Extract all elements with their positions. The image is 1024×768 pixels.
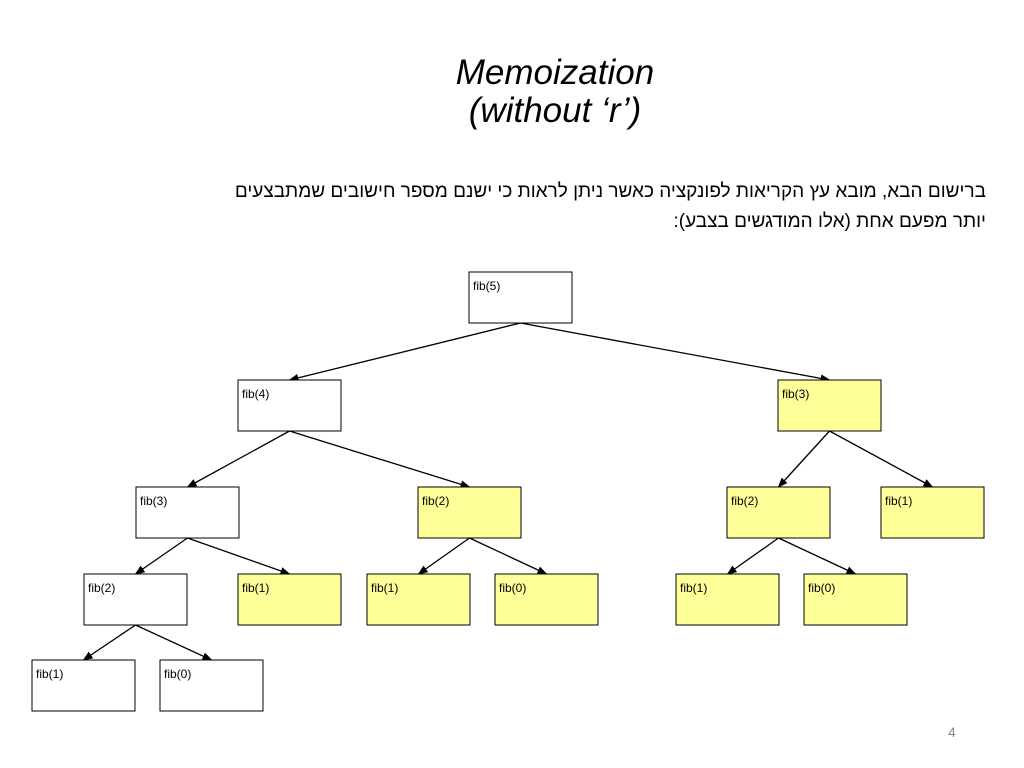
call-arrow xyxy=(778,537,857,575)
node-label: fib(2) xyxy=(731,494,758,508)
tree-node: fib(1) xyxy=(880,486,985,539)
node-label: fib(1) xyxy=(242,581,269,595)
description-line-2: יותר מפעם אחת (אלו המודגשים בצבע): xyxy=(673,211,986,232)
tree-node: fib(3) xyxy=(135,486,240,539)
call-arrow xyxy=(726,537,779,575)
tree-node: fib(4) xyxy=(237,379,342,432)
node-box-highlighted xyxy=(880,486,985,539)
node-label: fib(0) xyxy=(808,581,835,595)
node-label: fib(1) xyxy=(371,581,398,595)
node-label: fib(4) xyxy=(242,387,269,401)
node-box-highlighted xyxy=(777,379,882,432)
call-arrow xyxy=(520,322,831,383)
node-label: fib(2) xyxy=(88,581,115,595)
slide-title: Memoization (without ‘r’) xyxy=(350,54,760,130)
call-arrow xyxy=(469,537,548,575)
call-arrow xyxy=(187,537,291,575)
node-label: fib(1) xyxy=(36,667,63,681)
tree-node: fib(2) xyxy=(83,573,188,626)
edges-layer xyxy=(82,322,934,661)
node-box-highlighted xyxy=(803,573,908,626)
call-arrow xyxy=(82,624,136,661)
node-box xyxy=(83,573,188,626)
tree-node: fib(3) xyxy=(777,379,882,432)
node-label: fib(2) xyxy=(422,494,449,508)
tree-node: fib(0) xyxy=(803,573,908,626)
tree-node: fib(5) xyxy=(468,271,573,324)
call-arrow xyxy=(135,624,213,661)
tree-node: fib(1) xyxy=(31,659,136,712)
node-box-highlighted xyxy=(366,573,471,626)
node-box xyxy=(237,379,342,432)
call-arrow xyxy=(186,430,290,488)
node-label: fib(3) xyxy=(782,387,809,401)
call-arrow xyxy=(289,430,471,489)
call-arrow xyxy=(829,430,934,488)
node-box-highlighted xyxy=(494,573,599,626)
node-label: fib(0) xyxy=(499,581,526,595)
slide-description: ברישום הבא, מובא עץ הקריאות לפונקציה כאש… xyxy=(26,177,986,237)
description-line-1: ברישום הבא, מובא עץ הקריאות לפונקציה כאש… xyxy=(234,181,986,202)
tree-node: fib(0) xyxy=(159,659,264,712)
node-box xyxy=(159,659,264,712)
node-label: fib(1) xyxy=(885,494,912,508)
title-line-1: Memoization xyxy=(455,53,655,92)
node-label: fib(0) xyxy=(164,667,191,681)
node-box-highlighted xyxy=(237,573,342,626)
tree-node: fib(1) xyxy=(366,573,471,626)
node-label: fib(1) xyxy=(680,581,707,595)
call-arrow xyxy=(288,322,521,382)
title-line-2: (without ‘r’) xyxy=(468,91,642,130)
tree-node: fib(2) xyxy=(726,486,831,539)
call-arrow xyxy=(777,430,830,488)
call-arrow xyxy=(417,537,470,575)
node-box-highlighted xyxy=(726,486,831,539)
node-box xyxy=(135,486,240,539)
page-number: 4 xyxy=(948,724,956,740)
node-box xyxy=(31,659,136,712)
nodes-layer: fib(5) fib(4) fib(3) fib(3) fib(2) fib(2) fib(… xyxy=(31,271,985,712)
tree-node: fib(2) xyxy=(417,486,522,539)
call-arrow xyxy=(134,537,188,575)
node-label: fib(3) xyxy=(140,494,167,508)
node-box-highlighted xyxy=(417,486,522,539)
node-box-highlighted xyxy=(675,573,780,626)
tree-node: fib(0) xyxy=(494,573,599,626)
node-box xyxy=(468,271,573,324)
node-label: fib(5) xyxy=(473,279,500,293)
tree-node: fib(1) xyxy=(675,573,780,626)
tree-node: fib(1) xyxy=(237,573,342,626)
